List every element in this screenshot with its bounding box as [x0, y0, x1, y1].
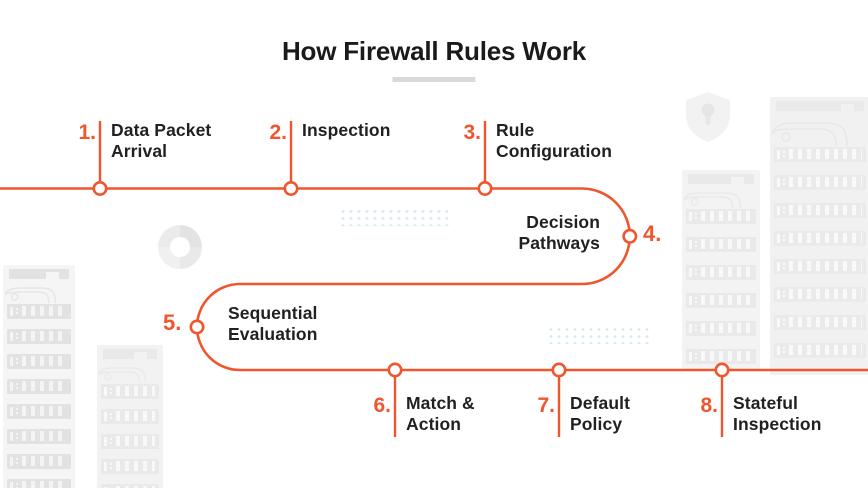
- server-unit-decoration: [774, 147, 866, 162]
- timeline-node: [622, 228, 638, 244]
- step-label: Default Policy: [570, 393, 631, 434]
- server-unit-decoration: [774, 287, 866, 302]
- step-match-action: 6. Match & Action: [351, 393, 475, 435]
- server-rack-left-front: [3, 265, 75, 488]
- server-unit-decoration: [7, 329, 71, 344]
- step-default-policy: 7. Default Policy: [515, 393, 630, 435]
- server-unit-decoration: [101, 409, 159, 424]
- timeline-node: [283, 181, 299, 197]
- timeline-node: [477, 181, 493, 197]
- server-unit-decoration: [7, 304, 71, 319]
- step-label: Decision Pathways: [518, 212, 600, 253]
- timeline-node: [714, 362, 730, 378]
- step-label: Match & Action: [406, 393, 475, 434]
- rack-handle: [103, 349, 157, 359]
- server-unit-decoration: [686, 321, 756, 336]
- rack-cables-decoration: [772, 113, 868, 147]
- server-unit-decoration: [7, 479, 71, 488]
- step-sequential-evaluation: 5. Sequential Evaluation: [163, 303, 323, 351]
- step-number: 1.: [78, 121, 96, 144]
- server-unit-decoration: [686, 209, 756, 224]
- server-unit-decoration: [686, 293, 756, 308]
- server-unit-decoration: [774, 343, 866, 358]
- title-underline: [392, 77, 476, 82]
- rack-handle: [688, 174, 754, 184]
- step-number: 3.: [463, 121, 481, 144]
- server-unit-decoration: [686, 237, 756, 252]
- server-unit-decoration: [101, 384, 159, 399]
- step-rule-configuration: 3. Rule Configuration: [441, 120, 612, 162]
- rack-handle: [9, 269, 69, 279]
- step-inspection: 2. Inspection: [247, 120, 391, 143]
- server-rack-left-back: [97, 345, 163, 488]
- server-rack-right-front: [682, 170, 760, 370]
- step-number: 4.: [643, 221, 662, 246]
- server-unit-decoration: [101, 459, 159, 474]
- timeline-node: [387, 362, 403, 378]
- server-unit-decoration: [7, 429, 71, 444]
- step-data-packet-arrival: 1. Data Packet Arrival: [56, 120, 211, 162]
- dot-grid-decoration: [545, 324, 651, 344]
- step-number: 2.: [269, 121, 287, 144]
- step-label: Sequential Evaluation: [228, 303, 318, 344]
- server-unit-decoration: [774, 203, 866, 218]
- server-unit-decoration: [7, 404, 71, 419]
- step-number: 6.: [373, 394, 391, 417]
- server-unit-decoration: [774, 175, 866, 190]
- donut-ring-decoration: [158, 225, 202, 269]
- timeline-node: [92, 181, 108, 197]
- step-label: Stateful Inspection: [733, 393, 822, 434]
- step-label: Inspection: [302, 120, 391, 140]
- server-unit-decoration: [686, 265, 756, 280]
- timeline-node: [551, 362, 567, 378]
- server-unit-decoration: [7, 379, 71, 394]
- dot-grid-decoration: [337, 206, 449, 226]
- rack-cables-decoration: [684, 186, 758, 209]
- server-unit-decoration: [774, 315, 866, 330]
- server-unit-decoration: [774, 231, 866, 246]
- step-decision-pathways: Decision Pathways 4.: [450, 212, 661, 260]
- step-label: Rule Configuration: [496, 120, 612, 161]
- step-stateful-inspection: 8. Stateful Inspection: [678, 393, 822, 435]
- server-rack-right-tall: [770, 97, 868, 375]
- step-number: 7.: [537, 394, 555, 417]
- server-unit-decoration: [7, 454, 71, 469]
- rack-cables-decoration: [99, 361, 161, 384]
- server-unit-decoration: [101, 434, 159, 449]
- timeline-node: [189, 319, 205, 335]
- step-number: 8.: [700, 394, 718, 417]
- step-number: 5.: [163, 310, 182, 335]
- server-unit-decoration: [7, 354, 71, 369]
- step-label: Data Packet Arrival: [111, 120, 212, 161]
- timeline-snake-line: [0, 187, 868, 372]
- server-unit-decoration: [774, 259, 866, 274]
- page-title: How Firewall Rules Work: [281, 36, 587, 66]
- server-unit-decoration: [686, 349, 756, 364]
- rack-cables-decoration: [5, 281, 73, 304]
- rack-handle: [776, 101, 864, 111]
- shield-keyhole-icon: [686, 92, 730, 142]
